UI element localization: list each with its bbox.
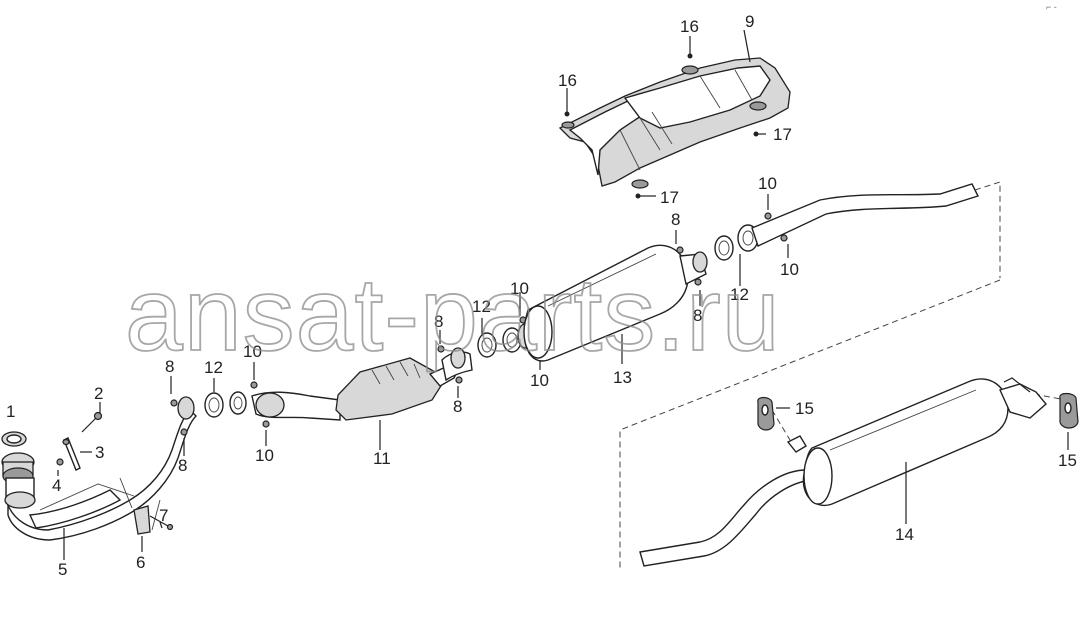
nut-part-4 [56,458,64,466]
flange-gasket-center [437,316,544,384]
watermark-text: ansat-parts.ru [125,257,781,373]
callout-10: 10 [243,342,262,361]
rubber-mount-part-15-right [1059,392,1079,429]
callout-15: 15 [1058,451,1077,470]
callout-12: 12 [472,297,491,316]
callout-8: 8 [453,397,462,416]
callout-6: 6 [136,553,145,572]
callout-16: 16 [558,71,577,90]
heat-shield-part-9 [558,57,791,189]
callout-11: 11 [373,449,391,468]
rubber-mount-part-15-left [757,396,775,431]
callout-14: 14 [895,525,914,544]
callout-10: 10 [530,371,549,390]
gasket-ring-part-1 [1,431,27,447]
callout-13: 13 [613,368,632,387]
callout-8: 8 [434,312,443,331]
bolt-part-2 [81,411,103,433]
callout-12: 12 [730,285,749,304]
clamp-part-6 [119,477,161,535]
callout-8: 8 [671,210,680,229]
bolt-part-7 [149,515,174,531]
callout-10: 10 [758,174,777,193]
callout-9: 9 [745,12,754,31]
callout-8: 8 [178,456,187,475]
middle-muffler-part-13 [523,244,707,362]
intermediate-pipe [751,183,979,247]
callout-16: 16 [680,17,699,36]
callout-7: 7 [159,506,168,525]
callout-10: 10 [780,260,799,279]
rear-muffler-part-14 [639,377,1047,567]
front-pipe-part-5 [1,409,197,541]
callout-labels: 9 16 16 17 17 10 8 10 12 10 12 8 8 13 10… [6,12,1077,579]
callout-3: 3 [95,443,104,462]
flange-gasket-left [170,381,270,436]
callout-17: 17 [660,188,679,207]
callout-1: 1 [6,402,15,421]
callout-10: 10 [255,446,274,465]
callout-15: 15 [795,399,814,418]
corner-mark: ⌐ - [1046,2,1057,12]
bracket-part-3 [62,437,81,471]
callout-12: 12 [204,358,223,377]
callout-5: 5 [58,560,67,579]
callout-8: 8 [693,306,702,325]
leader-lines [57,29,1069,560]
callout-2: 2 [94,384,103,403]
callout-4: 4 [52,476,61,495]
callout-8: 8 [165,357,174,376]
dashed-guide-lines [619,181,1067,568]
callout-17: 17 [773,125,792,144]
callout-10: 10 [510,279,529,298]
